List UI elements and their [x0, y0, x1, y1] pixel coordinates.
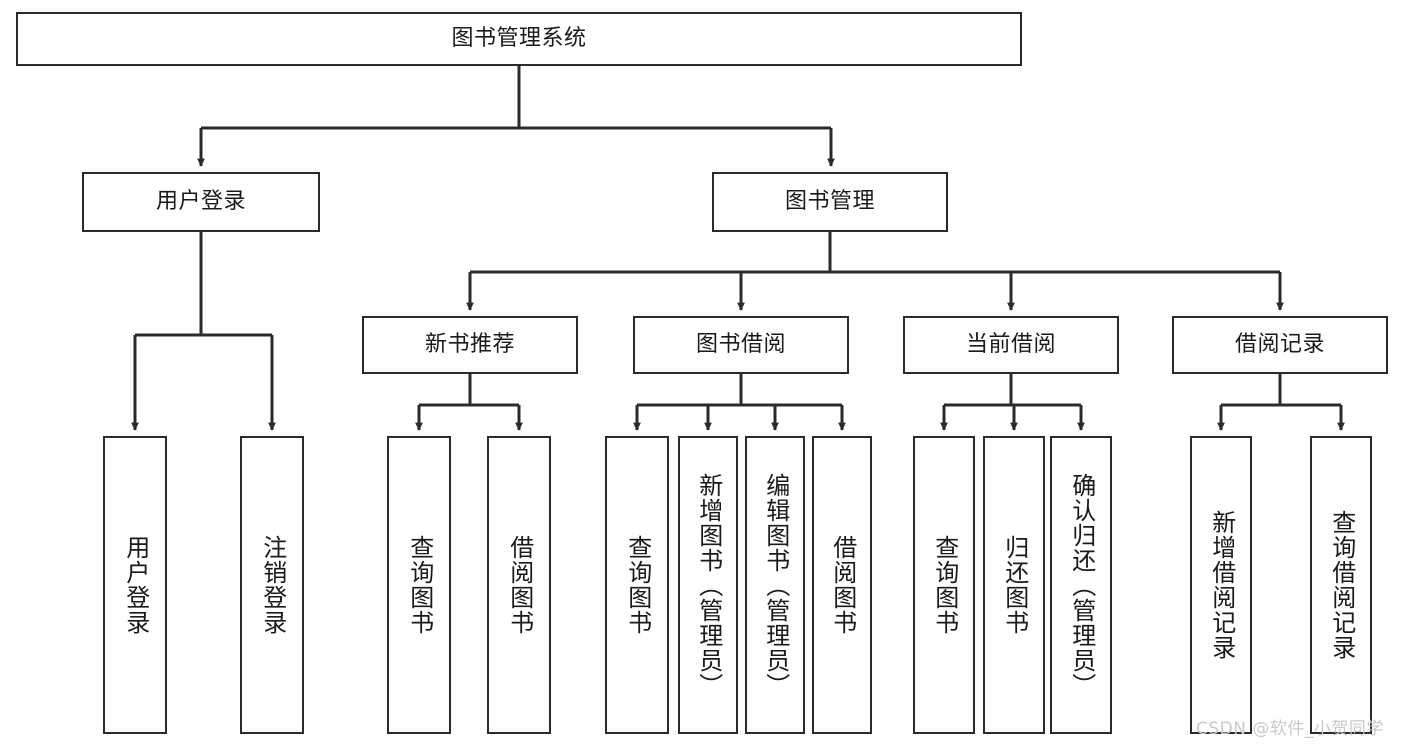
node-leaf-borrow-book-label: 借阅图书 [828, 535, 857, 635]
node-leaf-edit-book-admin[interactable]: 编辑图书（管理员） [745, 436, 805, 734]
node-leaf-new-query-book-label: 查询图书 [405, 535, 434, 635]
node-user-login[interactable]: 用户登录 [82, 172, 320, 232]
node-new-book-recommend[interactable]: 新书推荐 [362, 316, 578, 374]
csdn-watermark: CSDN @软件_小贺同学 [1196, 719, 1384, 739]
node-leaf-add-book-admin-label: 新增图书（管理员） [694, 472, 723, 698]
node-leaf-query-borrow-record-label: 查询借阅记录 [1327, 510, 1356, 660]
node-leaf-current-query-book-label: 查询图书 [930, 535, 959, 635]
node-leaf-confirm-return-admin[interactable]: 确认归还（管理员） [1050, 436, 1112, 734]
node-leaf-borrow-book[interactable]: 借阅图书 [812, 436, 872, 734]
node-user-login-label: 用户登录 [155, 188, 246, 214]
node-leaf-add-book-admin[interactable]: 新增图书（管理员） [678, 436, 738, 734]
node-leaf-user-logout[interactable]: 注销登录 [240, 436, 304, 734]
node-leaf-edit-book-admin-label: 编辑图书（管理员） [761, 472, 790, 698]
node-leaf-return-book-label: 归还图书 [1000, 535, 1029, 635]
node-current-borrow[interactable]: 当前借阅 [903, 316, 1119, 374]
node-current-borrow-label: 当前借阅 [965, 331, 1056, 357]
node-new-book-recommend-label: 新书推荐 [424, 331, 515, 357]
node-book-borrow-label: 图书借阅 [695, 331, 786, 357]
node-leaf-borrow-query-book-label: 查询图书 [623, 535, 652, 635]
node-leaf-new-borrow-book[interactable]: 借阅图书 [487, 436, 551, 734]
node-leaf-add-borrow-record-label: 新增借阅记录 [1207, 510, 1236, 660]
node-book-borrow[interactable]: 图书借阅 [633, 316, 849, 374]
node-leaf-user-login[interactable]: 用户登录 [103, 436, 167, 734]
node-leaf-borrow-query-book[interactable]: 查询图书 [605, 436, 669, 734]
node-leaf-user-login-label: 用户登录 [121, 535, 150, 635]
node-root[interactable]: 图书管理系统 [16, 12, 1022, 66]
node-borrow-record[interactable]: 借阅记录 [1172, 316, 1388, 374]
node-leaf-add-borrow-record[interactable]: 新增借阅记录 [1190, 436, 1252, 734]
node-book-management[interactable]: 图书管理 [712, 172, 948, 232]
node-borrow-record-label: 借阅记录 [1234, 331, 1325, 357]
node-root-label: 图书管理系统 [451, 25, 587, 51]
node-leaf-new-query-book[interactable]: 查询图书 [387, 436, 451, 734]
node-leaf-return-book[interactable]: 归还图书 [983, 436, 1045, 734]
node-leaf-confirm-return-admin-label: 确认归还（管理员） [1067, 472, 1096, 698]
node-leaf-query-borrow-record[interactable]: 查询借阅记录 [1310, 436, 1372, 734]
node-leaf-current-query-book[interactable]: 查询图书 [913, 436, 975, 734]
node-book-management-label: 图书管理 [784, 188, 875, 214]
node-leaf-new-borrow-book-label: 借阅图书 [505, 535, 534, 635]
node-leaf-user-logout-label: 注销登录 [258, 535, 287, 635]
